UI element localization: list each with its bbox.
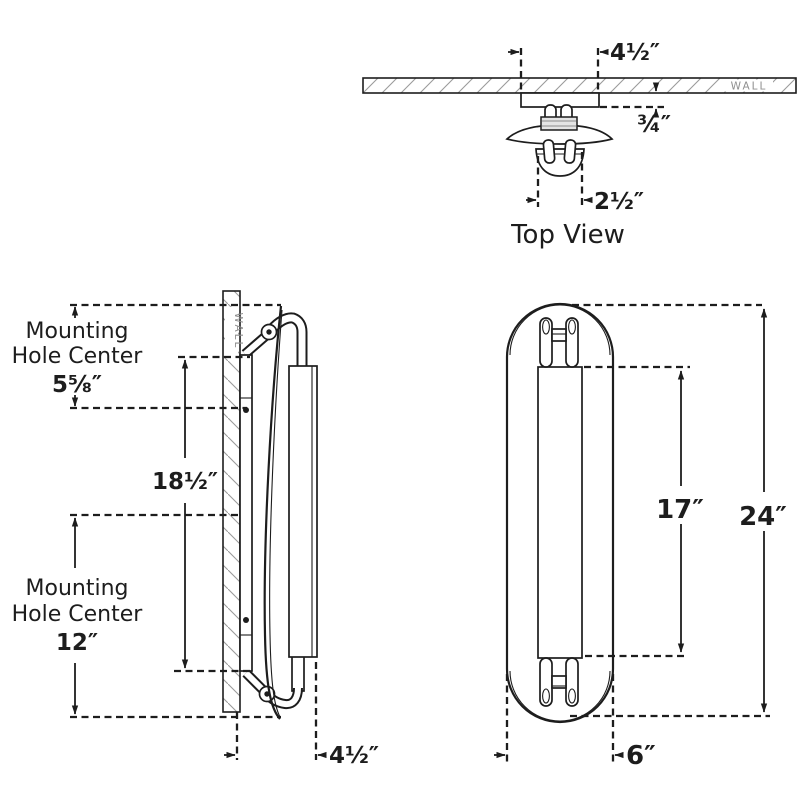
top-view-caption: Top View: [510, 220, 625, 250]
wall-label-top-view: WALL: [731, 81, 768, 93]
dim-label-width: 6″: [626, 741, 656, 771]
lamp-pin-bottom-right: [565, 657, 579, 707]
dim-label-glass-height: 17″: [656, 495, 704, 525]
glass-front-view: [537, 366, 583, 659]
lamp-pin-top-right: [565, 317, 579, 368]
dim-label-socket-width: 2½″: [594, 189, 644, 215]
top-view: WALL 4½″ ¾″ 2½″ Top Vie: [362, 40, 797, 250]
lamp-bridge-bottom: [551, 675, 567, 689]
mount-bottom-label-line1: Mounting: [26, 576, 129, 601]
lamp-bridge-top: [551, 328, 567, 342]
dim-label-projection: 4½″: [329, 743, 379, 769]
dim-label-backplate-width: 4½″: [610, 40, 660, 66]
dim-label-mount-top: 5⅝″: [52, 372, 102, 398]
mount-top-label-line1: Mounting: [26, 319, 129, 344]
shade-profile-inner: [269, 309, 283, 718]
dim-label-plate-height: 18½″: [152, 469, 218, 495]
lower-socket-side: [291, 654, 305, 692]
socket-prong-right: [563, 139, 577, 164]
socket-prong-left: [542, 139, 556, 164]
dim-label-overall-height: 24″: [739, 502, 787, 532]
dim-label-mount-bottom: 12″: [56, 630, 98, 656]
side-view: WALL Moun: [12, 290, 379, 769]
stem-hub: [540, 116, 578, 131]
lamp-pin-top-left: [539, 317, 553, 368]
glass-side-view: [288, 365, 318, 658]
shade-profile-outer: [263, 305, 283, 720]
mount-top-label-line2: Hole Center: [12, 344, 144, 369]
dim-label-backplate-depth: ¾″: [637, 112, 671, 138]
mounting-plate: [239, 354, 253, 672]
front-view: 24″ 17″ 6″: [494, 302, 787, 771]
mount-bottom-label-line2: Hole Center: [12, 602, 144, 627]
mounting-hole-lower: [243, 617, 249, 623]
lamp-pin-bottom-left: [539, 657, 553, 707]
socket-cup-top-view: [535, 148, 585, 177]
backplate-top-view: [520, 92, 600, 108]
wall-label-side-view: WALL: [232, 313, 244, 350]
